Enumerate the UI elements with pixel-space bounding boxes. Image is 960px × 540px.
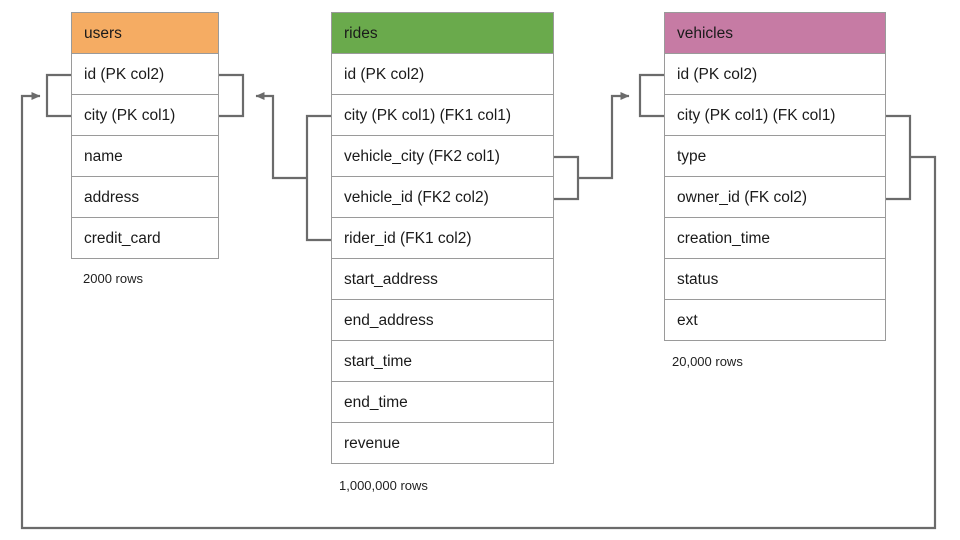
edge-rides-to-users	[255, 92, 307, 180]
entity-users-title: users	[72, 13, 218, 54]
field-rides-rider-id[interactable]: rider_id (FK1 col2)	[332, 218, 553, 259]
field-users-id[interactable]: id (PK col2)	[72, 54, 218, 95]
row-count-rides: 1,000,000 rows	[339, 478, 428, 493]
field-rides-start-address[interactable]: start_address	[332, 259, 553, 300]
field-vehicles-ext[interactable]: ext	[665, 300, 885, 341]
field-vehicles-owner-id[interactable]: owner_id (FK col2)	[665, 177, 885, 218]
field-rides-end-time[interactable]: end_time	[332, 382, 553, 423]
entity-vehicles-title: vehicles	[665, 13, 885, 54]
edge-rides-left-bracket	[305, 114, 331, 242]
entity-rides[interactable]: rides id (PK col2) city (PK col1) (FK1 c…	[331, 12, 554, 464]
field-vehicles-city[interactable]: city (PK col1) (FK col1)	[665, 95, 885, 136]
row-count-users: 2000 rows	[83, 271, 143, 286]
entity-users[interactable]: users id (PK col2) city (PK col1) name a…	[71, 12, 219, 259]
field-rides-city[interactable]: city (PK col1) (FK1 col1)	[332, 95, 553, 136]
edge-vehicles-right-bracket	[886, 114, 912, 201]
edge-users-left-bracket	[45, 73, 71, 118]
field-vehicles-status[interactable]: status	[665, 259, 885, 300]
field-users-name[interactable]: name	[72, 136, 218, 177]
field-vehicles-id[interactable]: id (PK col2)	[665, 54, 885, 95]
edge-rides-to-vehicles	[578, 92, 630, 180]
field-rides-vehicle-city[interactable]: vehicle_city (FK2 col1)	[332, 136, 553, 177]
edge-vehicles-left-bracket	[638, 73, 664, 118]
field-rides-id[interactable]: id (PK col2)	[332, 54, 553, 95]
field-rides-vehicle-id[interactable]: vehicle_id (FK2 col2)	[332, 177, 553, 218]
field-users-city[interactable]: city (PK col1)	[72, 95, 218, 136]
field-users-address[interactable]: address	[72, 177, 218, 218]
field-rides-end-address[interactable]: end_address	[332, 300, 553, 341]
row-count-vehicles: 20,000 rows	[672, 354, 743, 369]
entity-rides-title: rides	[332, 13, 553, 54]
entity-vehicles[interactable]: vehicles id (PK col2) city (PK col1) (FK…	[664, 12, 886, 341]
field-vehicles-type[interactable]: type	[665, 136, 885, 177]
field-vehicles-creation-time[interactable]: creation_time	[665, 218, 885, 259]
field-rides-start-time[interactable]: start_time	[332, 341, 553, 382]
field-rides-revenue[interactable]: revenue	[332, 423, 553, 464]
field-users-credit-card[interactable]: credit_card	[72, 218, 218, 259]
edge-rides-right-bracket	[554, 155, 580, 201]
edge-users-right-bracket	[219, 73, 245, 118]
